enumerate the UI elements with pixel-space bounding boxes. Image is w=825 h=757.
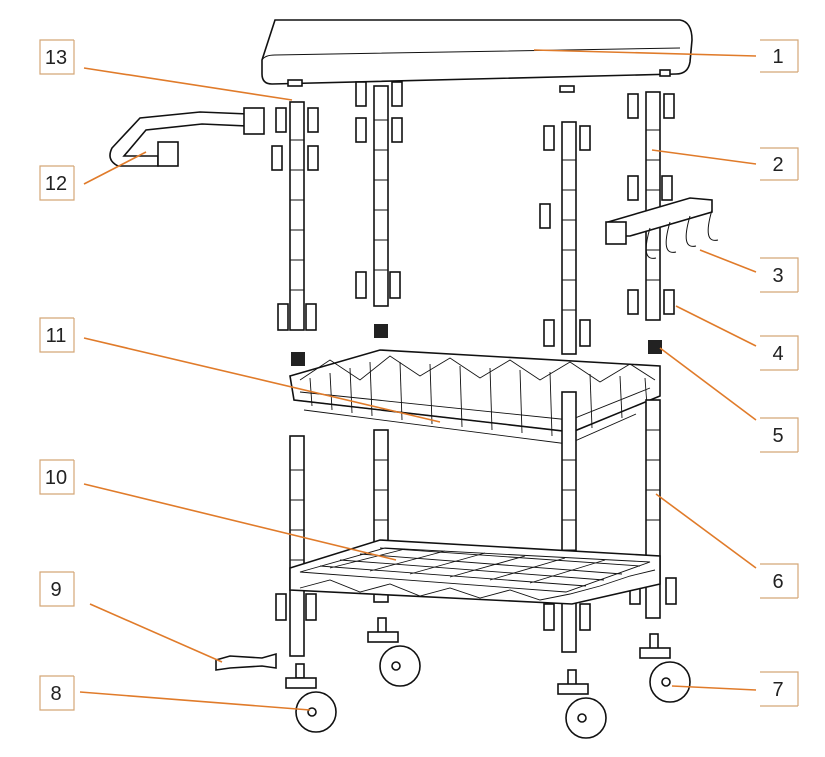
callout-3: 3	[772, 265, 783, 287]
leader-lines	[79, 49, 757, 711]
leader-11	[83, 337, 441, 423]
leader-3	[699, 249, 757, 273]
callout-11: 11	[46, 325, 67, 347]
lower-posts	[275, 391, 677, 657]
callout-2: 2	[772, 154, 783, 176]
callout-6: 6	[772, 571, 783, 593]
callout-8: 8	[50, 683, 61, 705]
casters	[285, 617, 691, 739]
leader-13	[83, 67, 293, 101]
callout-4: 4	[772, 343, 783, 365]
top-board	[261, 19, 693, 93]
callout-5: 5	[772, 425, 783, 447]
leader-5	[659, 347, 757, 421]
shelf-clips	[271, 81, 675, 347]
leader-7	[671, 685, 757, 691]
wire-shelf	[289, 539, 661, 605]
leader-1	[533, 49, 757, 57]
callout-numbers: 1 2 3 4 5 6 7 8 9 10 11 12 13	[45, 46, 784, 705]
cart-line-art	[109, 19, 719, 739]
wire-basket	[289, 349, 661, 445]
callout-13: 13	[45, 47, 67, 69]
leader-9	[89, 603, 223, 663]
callout-brackets	[39, 39, 799, 711]
caster-front-right	[557, 669, 607, 739]
caster-front-left	[285, 663, 337, 733]
callout-12: 12	[45, 173, 67, 195]
leader-2	[651, 149, 757, 165]
leader-8	[79, 691, 311, 711]
wrench	[215, 652, 277, 671]
hook-rack	[605, 197, 719, 259]
caster-back-left	[367, 617, 421, 687]
leader-10	[83, 483, 397, 561]
leader-6	[655, 493, 757, 569]
callout-1: 1	[772, 46, 783, 68]
handle	[109, 107, 265, 167]
caster-back-right	[639, 633, 691, 703]
leader-12	[83, 151, 147, 185]
callout-7: 7	[772, 679, 783, 701]
leader-4	[675, 305, 757, 347]
callout-9: 9	[50, 579, 61, 601]
callout-10: 10	[45, 467, 67, 489]
upper-posts	[289, 85, 661, 355]
